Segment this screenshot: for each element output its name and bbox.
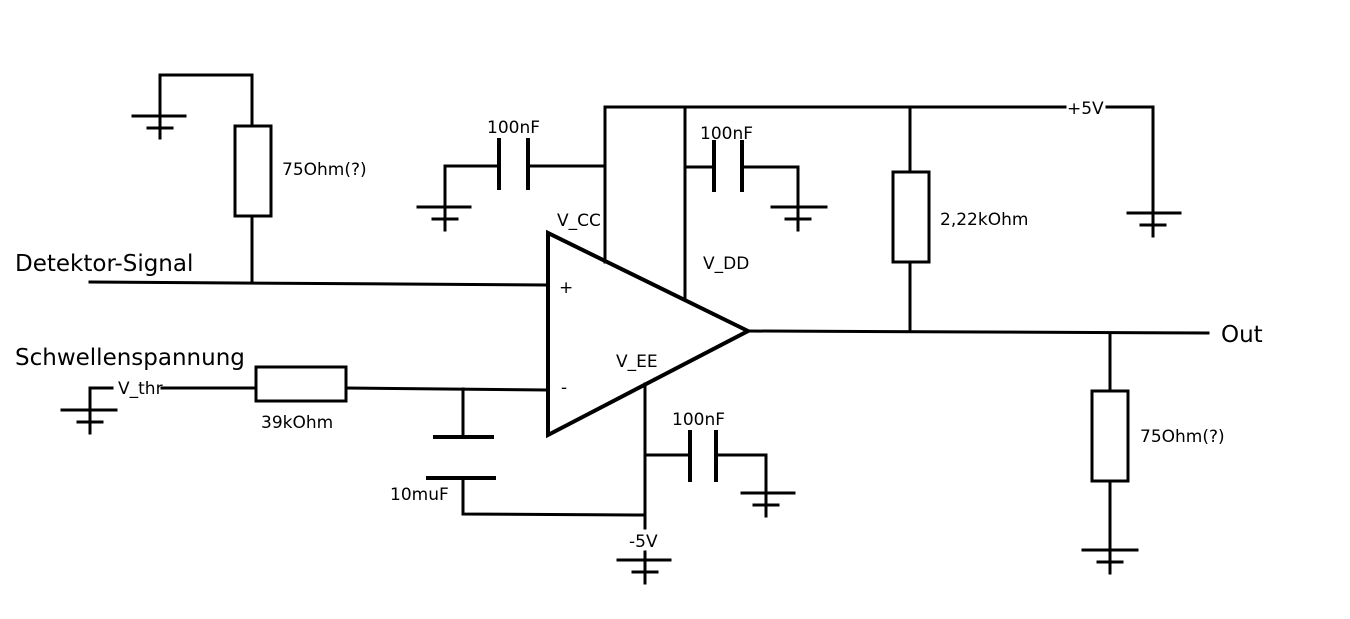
label-c-threshold: 10muF bbox=[390, 485, 449, 505]
label-c-vee: 100nF bbox=[672, 410, 725, 430]
output-wire bbox=[746, 329, 1210, 335]
vdd-decoupling bbox=[683, 105, 828, 300]
label-out: Out bbox=[1221, 322, 1263, 348]
label-r-output: 75Ohm(?) bbox=[1140, 427, 1225, 447]
label-vdd: V_DD bbox=[703, 254, 749, 274]
resistor-threshold bbox=[254, 365, 348, 403]
label-r-top: 75Ohm(?) bbox=[282, 160, 367, 180]
input-termination-network bbox=[131, 73, 273, 284]
ground-symbol-minus5v bbox=[616, 550, 672, 585]
vcc-decoupling bbox=[416, 105, 607, 264]
detector-signal-wire bbox=[88, 280, 548, 287]
ground-symbol-plus5v bbox=[1126, 211, 1182, 238]
vee-decoupling bbox=[616, 382, 796, 585]
label-detector-signal: Detektor-Signal bbox=[15, 251, 193, 277]
plus-input-sign: + bbox=[559, 278, 573, 298]
label-r-threshold: 39kOhm bbox=[261, 413, 333, 433]
pullup-network bbox=[891, 105, 931, 333]
ground-symbol-vcc bbox=[416, 205, 472, 232]
ground-symbol-vee bbox=[740, 491, 796, 518]
positive-supply-rail bbox=[603, 105, 1182, 238]
label-r-pullup: 2,22kOhm bbox=[940, 210, 1028, 230]
label-minus5v: -5V bbox=[629, 532, 658, 552]
ground-symbol-vdd bbox=[770, 205, 828, 232]
label-vcc: V_CC bbox=[557, 211, 601, 231]
resistor-input-termination bbox=[233, 124, 273, 218]
ground-symbol-input-termination bbox=[131, 114, 187, 140]
label-vee: V_EE bbox=[616, 352, 658, 372]
ground-symbol-vthr bbox=[60, 386, 118, 435]
resistor-pullup bbox=[891, 170, 931, 264]
label-c-vcc: 100nF bbox=[487, 118, 540, 138]
label-c-vdd: 100nF bbox=[700, 124, 753, 144]
comparator-symbol bbox=[546, 229, 753, 439]
label-threshold: Schwellenspannung bbox=[15, 345, 245, 371]
label-vthr: V_thr bbox=[118, 379, 163, 399]
output-termination-network bbox=[1081, 331, 1139, 575]
threshold-network bbox=[60, 365, 645, 517]
ground-symbol-output bbox=[1081, 548, 1139, 575]
minus-input-sign: - bbox=[561, 378, 567, 398]
resistor-output-termination bbox=[1090, 389, 1130, 483]
label-plus5v: +5V bbox=[1067, 99, 1104, 119]
